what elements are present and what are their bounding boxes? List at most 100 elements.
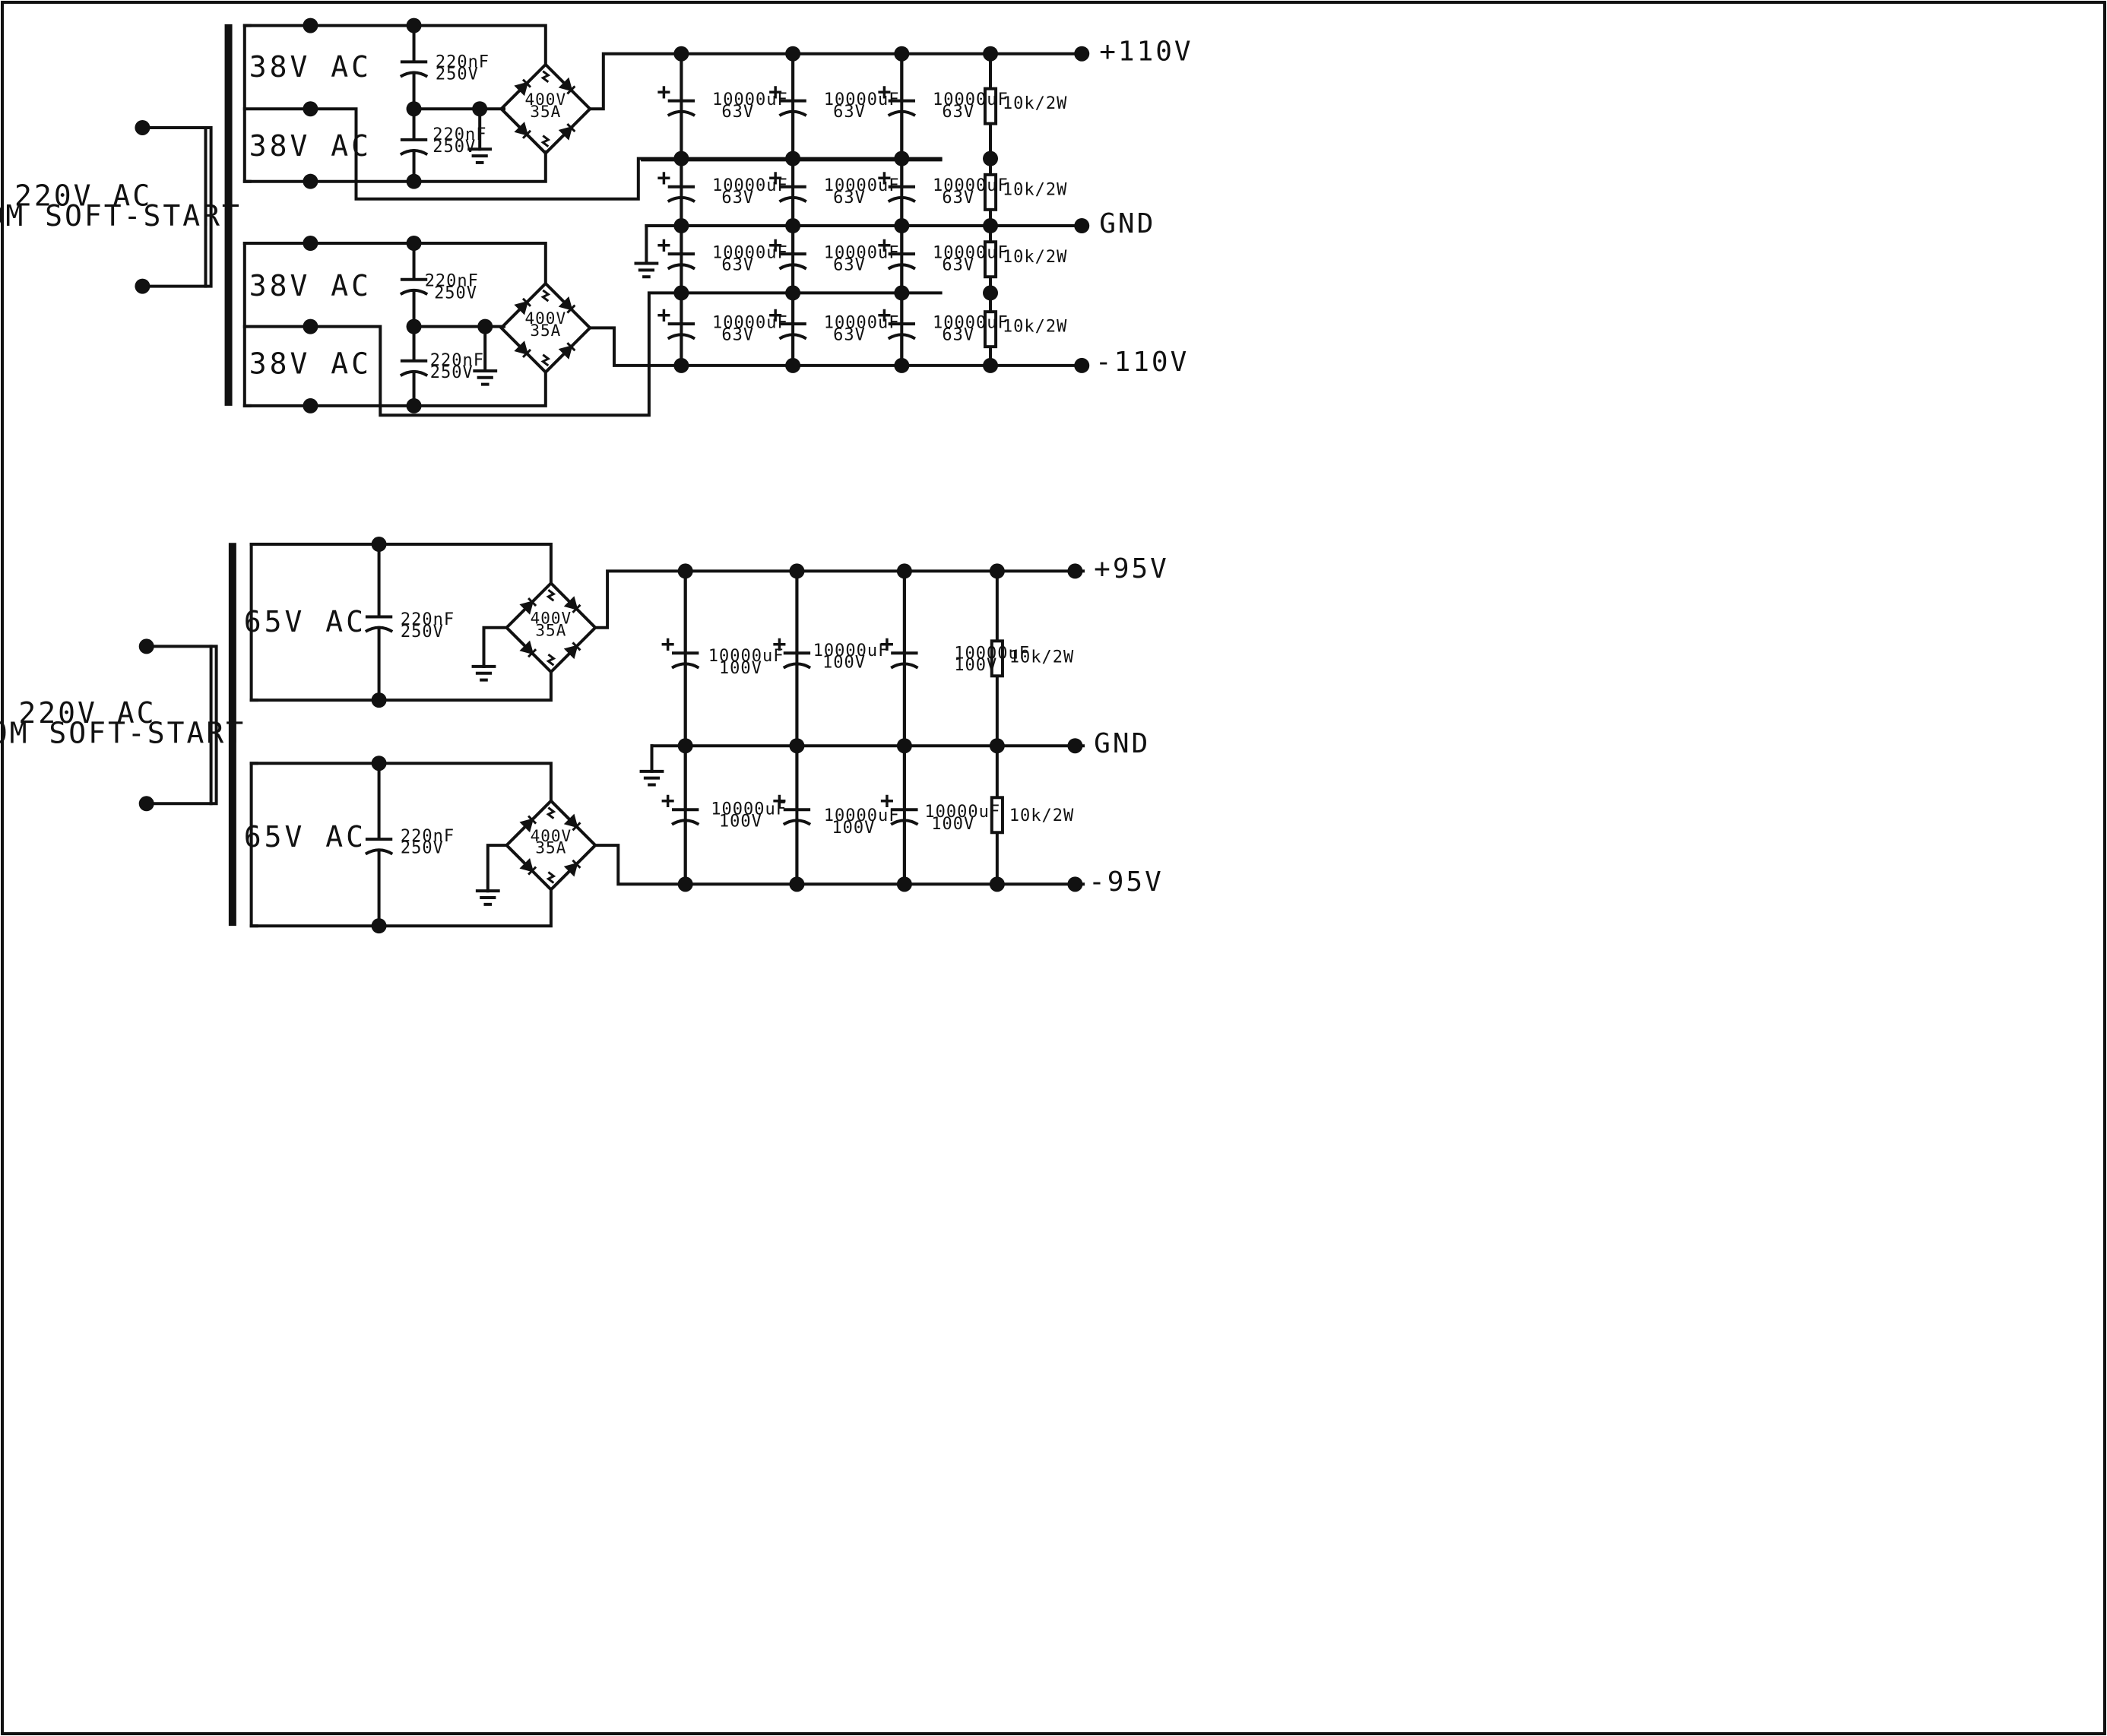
wire: [594, 844, 1085, 886]
bridge-current: 35A: [530, 103, 561, 121]
polarity-mark: +: [772, 631, 786, 657]
polarity-mark: +: [877, 232, 891, 258]
ground-symbol: [467, 147, 493, 164]
capacitor: [667, 53, 696, 159]
ac-mark: [540, 70, 551, 147]
capacitor: [782, 571, 812, 746]
resistor-value: 10k/2W: [1009, 806, 1074, 825]
polarity-mark: +: [768, 165, 782, 192]
junction-dot: [896, 738, 912, 754]
electrolytic-value: 10000uF: [824, 243, 900, 262]
junction-dot: [677, 876, 693, 892]
diode: [558, 77, 576, 95]
electrolytic-voltage: 63V: [721, 255, 754, 274]
diode: [514, 122, 532, 139]
junction-dot: [989, 563, 1005, 579]
junction-dot: [303, 17, 318, 33]
junction-dot: [989, 876, 1005, 892]
cap-voltage: 250V: [401, 622, 444, 641]
diode: [514, 341, 532, 359]
bridge-rectifier: [504, 798, 598, 892]
resistor: [990, 746, 1004, 885]
diode: [558, 342, 576, 360]
polarity-mark: +: [657, 79, 670, 106]
ground-symbol: [473, 369, 498, 386]
capacitor: [670, 746, 700, 885]
cap-value: 220nF: [401, 610, 455, 629]
junction-dot: [1074, 357, 1090, 373]
junction-dot: [406, 173, 422, 189]
junction-dot: [989, 738, 1005, 754]
secondary-label: 65V AC: [244, 820, 366, 854]
junction-dot: [135, 278, 150, 294]
junction-dot: [673, 46, 689, 62]
diode: [514, 297, 532, 315]
junction-dot: [896, 563, 912, 579]
diode: [514, 78, 532, 97]
junction-dot: [983, 218, 999, 234]
diode: [563, 813, 581, 832]
electrolytic-voltage: 63V: [833, 325, 866, 344]
rail-ground-label: GND: [1099, 208, 1155, 239]
polarity-mark: +: [877, 165, 891, 192]
junction-dot: [303, 236, 318, 252]
electrolytic-value: 10000uF: [824, 806, 900, 825]
cap-value: 220nF: [401, 827, 455, 846]
bridge-voltage: 400V: [525, 309, 567, 328]
rail-positive-label: +110V: [1099, 36, 1193, 68]
diode: [563, 641, 581, 660]
junction-dot: [673, 218, 689, 234]
junction-dot: [1067, 738, 1083, 754]
bridge-voltage: 400V: [531, 609, 572, 627]
rail-negative-label: -110V: [1095, 347, 1189, 378]
bridge-current: 35A: [535, 621, 566, 639]
ac-mark: [540, 289, 551, 367]
polarity-mark: +: [772, 787, 786, 814]
junction-dot: [983, 46, 999, 62]
polarity-mark: +: [768, 79, 782, 106]
capacitor: [778, 53, 807, 159]
primary-winding: [144, 645, 218, 806]
wire: [242, 291, 943, 417]
electrolytic-value: 10000uF: [813, 641, 889, 661]
electrolytic-voltage: 100V: [954, 656, 997, 675]
bridge-voltage: 400V: [525, 90, 567, 109]
resistor-value: 10k/2W: [1003, 94, 1067, 113]
electrolytic-voltage: 63V: [721, 103, 754, 122]
junction-dot: [303, 173, 318, 189]
input-label: FROM SOFT-START: [0, 717, 246, 750]
electrolytic-voltage: 63V: [942, 188, 974, 207]
electrolytic-voltage: 63V: [942, 255, 974, 274]
cap-value: 220nF: [432, 125, 486, 144]
electrolytic-value: 10000uF: [933, 313, 1009, 332]
rail-positive-label: +95V: [1094, 553, 1169, 584]
junction-dot: [303, 318, 318, 334]
secondary-label: 65V AC: [244, 605, 366, 638]
junction-dot: [894, 218, 910, 234]
capacitor: [890, 571, 919, 746]
input-label: FROM SOFT-START: [0, 199, 242, 233]
junction-dot: [894, 285, 910, 301]
junction-dot: [677, 738, 693, 754]
bridge-voltage: 400V: [531, 827, 572, 845]
diode: [519, 857, 537, 876]
wire: [594, 569, 1085, 629]
electrolytic-value: 10000uF: [708, 647, 784, 666]
electrolytic-voltage: 100V: [719, 812, 762, 831]
wire: [242, 150, 547, 183]
electrolytic-voltage: 63V: [942, 325, 974, 344]
polarity-mark: +: [661, 631, 675, 657]
diode: [519, 815, 537, 833]
junction-dot: [406, 236, 422, 252]
junction-dot: [371, 918, 387, 934]
electrolytic-voltage: 63V: [721, 188, 754, 207]
cap-voltage: 250V: [401, 839, 444, 858]
capacitor: [364, 763, 394, 927]
junction-dot: [785, 285, 801, 301]
junction-dot: [371, 756, 387, 771]
wire: [482, 626, 509, 668]
diode: [519, 640, 537, 658]
rail-negative-label: -95V: [1088, 866, 1164, 898]
electrolytic-value: 10000uF: [824, 90, 900, 109]
electrolytic-voltage: 63V: [942, 103, 974, 122]
